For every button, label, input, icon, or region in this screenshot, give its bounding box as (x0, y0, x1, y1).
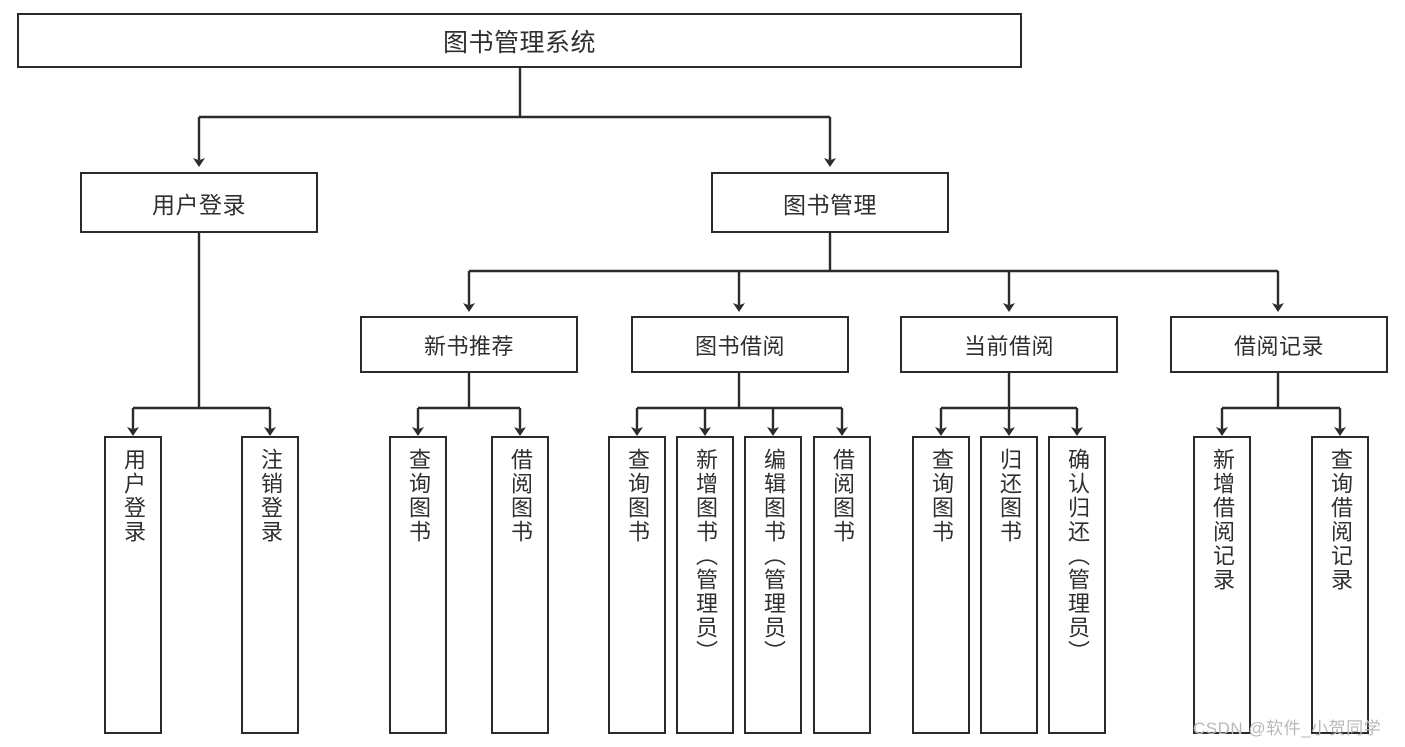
leaf-label: 注销登录 (258, 448, 283, 544)
node-borrow-record-label: 借阅记录 (1233, 333, 1324, 359)
leaf-new-book-query-book[interactable]: 查询图书 (389, 436, 447, 734)
leaf-label: 新增图书（管理员） (693, 448, 718, 664)
leaf-label: 归还图书 (997, 448, 1022, 544)
watermark-text: CSDN @软件_小贺同学 (1193, 719, 1382, 738)
leaf-label: 用户登录 (121, 448, 146, 544)
leaf-label: 确认归还（管理员） (1065, 448, 1090, 664)
leaf-label: 查询图书 (406, 448, 431, 544)
node-new-book-recommend-label: 新书推荐 (423, 333, 514, 359)
leaf-label: 查询图书 (625, 448, 650, 544)
node-root-label: 图书管理系统 (442, 28, 596, 57)
leaf-label: 新增借阅记录 (1210, 448, 1235, 592)
leaf-book-borrow-add-book-admin[interactable]: 新增图书（管理员） (676, 436, 734, 734)
leaf-new-book-borrow-book[interactable]: 借阅图书 (491, 436, 549, 734)
node-book-management[interactable]: 图书管理 (711, 172, 949, 233)
node-user-login-label: 用户登录 (152, 191, 246, 218)
node-new-book-recommend[interactable]: 新书推荐 (360, 316, 578, 373)
leaf-current-borrow-confirm-return-admin[interactable]: 确认归还（管理员） (1048, 436, 1106, 734)
leaf-book-borrow-edit-book-admin[interactable]: 编辑图书（管理员） (744, 436, 802, 734)
leaf-book-borrow-query-book[interactable]: 查询图书 (608, 436, 666, 734)
leaf-user-login-logout[interactable]: 注销登录 (241, 436, 299, 734)
leaf-label: 借阅图书 (830, 448, 855, 544)
node-user-login[interactable]: 用户登录 (80, 172, 318, 233)
leaf-label: 编辑图书（管理员） (761, 448, 786, 664)
leaf-user-login-login[interactable]: 用户登录 (104, 436, 162, 734)
node-borrow-record[interactable]: 借阅记录 (1170, 316, 1388, 373)
node-book-borrow[interactable]: 图书借阅 (631, 316, 849, 373)
node-root-book-management-system[interactable]: 图书管理系统 (17, 13, 1022, 68)
leaf-current-borrow-query-book[interactable]: 查询图书 (912, 436, 970, 734)
leaf-current-borrow-return-book[interactable]: 归还图书 (980, 436, 1038, 734)
leaf-borrow-record-query-record[interactable]: 查询借阅记录 (1311, 436, 1369, 734)
node-book-management-label: 图书管理 (783, 191, 877, 218)
node-current-borrow[interactable]: 当前借阅 (900, 316, 1118, 373)
leaf-label: 借阅图书 (508, 448, 533, 544)
node-book-borrow-label: 图书借阅 (694, 333, 785, 359)
leaf-borrow-record-add-record[interactable]: 新增借阅记录 (1193, 436, 1251, 734)
leaf-label: 查询图书 (929, 448, 954, 544)
node-current-borrow-label: 当前借阅 (963, 333, 1054, 359)
leaf-label: 查询借阅记录 (1328, 448, 1353, 592)
leaf-book-borrow-borrow-book[interactable]: 借阅图书 (813, 436, 871, 734)
